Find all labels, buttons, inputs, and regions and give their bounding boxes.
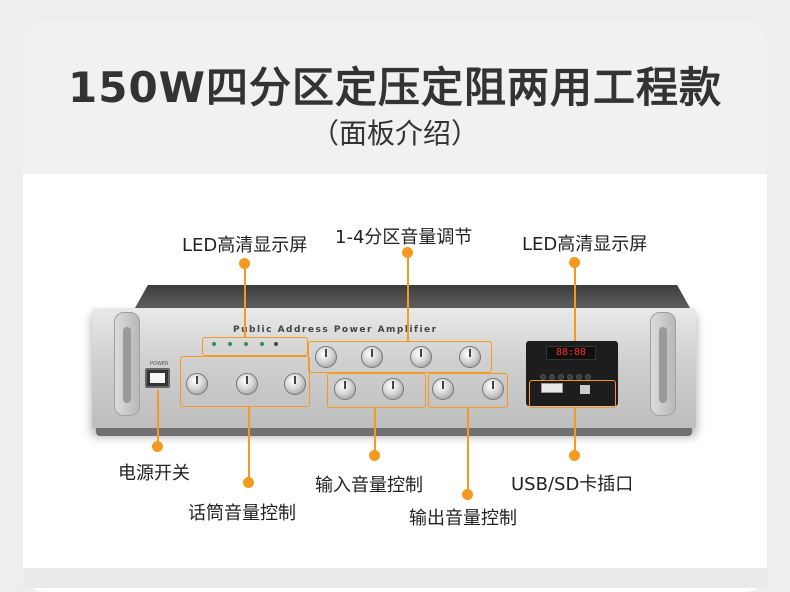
output-knob-b (482, 378, 504, 400)
led-indicators (206, 339, 306, 355)
label-led-display-left: LED高清显示屏 (182, 235, 308, 256)
callout-dot-usb (569, 450, 580, 461)
page-title: 150W四分区定压定阻两用工程款 (68, 63, 722, 112)
label-input-volume: 输入音量控制 (315, 475, 423, 496)
mic3-knob (284, 373, 306, 395)
zone3-knob (410, 346, 432, 368)
callout-dot-led-left (239, 258, 250, 269)
callout-dot-input (369, 450, 380, 461)
callout-dot-mic (243, 477, 254, 488)
header-band: 150W四分区定压定阻两用工程款 （面板介绍） (23, 22, 767, 174)
callout-dot-zone (402, 247, 413, 258)
label-output-volume: 输出音量控制 (409, 508, 517, 529)
zone1-knob (315, 346, 337, 368)
output-highlight-box (428, 373, 508, 408)
callout-line-input (374, 408, 376, 454)
power-label: POWER (150, 361, 169, 367)
callout-dot-output (462, 489, 473, 500)
callout-dot-power (152, 441, 163, 452)
usb-port-icon (541, 383, 563, 393)
input1-knob (334, 378, 356, 400)
power-switch (145, 368, 170, 388)
amplifier-brand-text: Public Address Power Amplifier (233, 325, 438, 335)
zone4-knob (459, 346, 481, 368)
callout-line-led-left (244, 264, 246, 337)
led-highlight-box (202, 337, 308, 356)
label-power-switch: 电源开关 (118, 463, 190, 484)
input2-knob (382, 378, 404, 400)
callout-line-mic (248, 407, 250, 481)
led-screen: 88:88 (546, 346, 596, 360)
label-usb-sd-slot: USB/SD卡插口 (511, 474, 634, 495)
callout-line-usb (574, 408, 576, 454)
label-mic-volume: 话筒音量控制 (188, 503, 296, 524)
mic-highlight-box (180, 356, 310, 407)
callout-dot-led-right (569, 257, 580, 268)
callout-line-zone (407, 253, 409, 341)
bottom-band (23, 568, 767, 588)
page-subtitle: （面板介绍） (310, 117, 479, 150)
mic2-knob (236, 373, 258, 395)
input-highlight-box (327, 373, 426, 408)
rack-ear-left (114, 312, 140, 416)
sd-slot-icon (580, 385, 590, 394)
label-led-display-right: LED高清显示屏 (522, 234, 648, 255)
zone-highlight-box (308, 341, 492, 373)
usb-highlight-box (529, 380, 616, 408)
player-buttons (540, 365, 606, 380)
output-knob-a (432, 378, 454, 400)
zone2-knob (361, 346, 383, 368)
callout-line-output (467, 408, 469, 494)
callout-line-led-right (574, 264, 576, 341)
mic1-knob (186, 373, 208, 395)
callout-line-power (157, 390, 159, 446)
label-zone-volume: 1-4分区音量调节 (335, 227, 473, 248)
amplifier-base (96, 428, 692, 436)
led-display-module: 88:88 (526, 341, 618, 406)
rack-ear-right (650, 312, 676, 416)
